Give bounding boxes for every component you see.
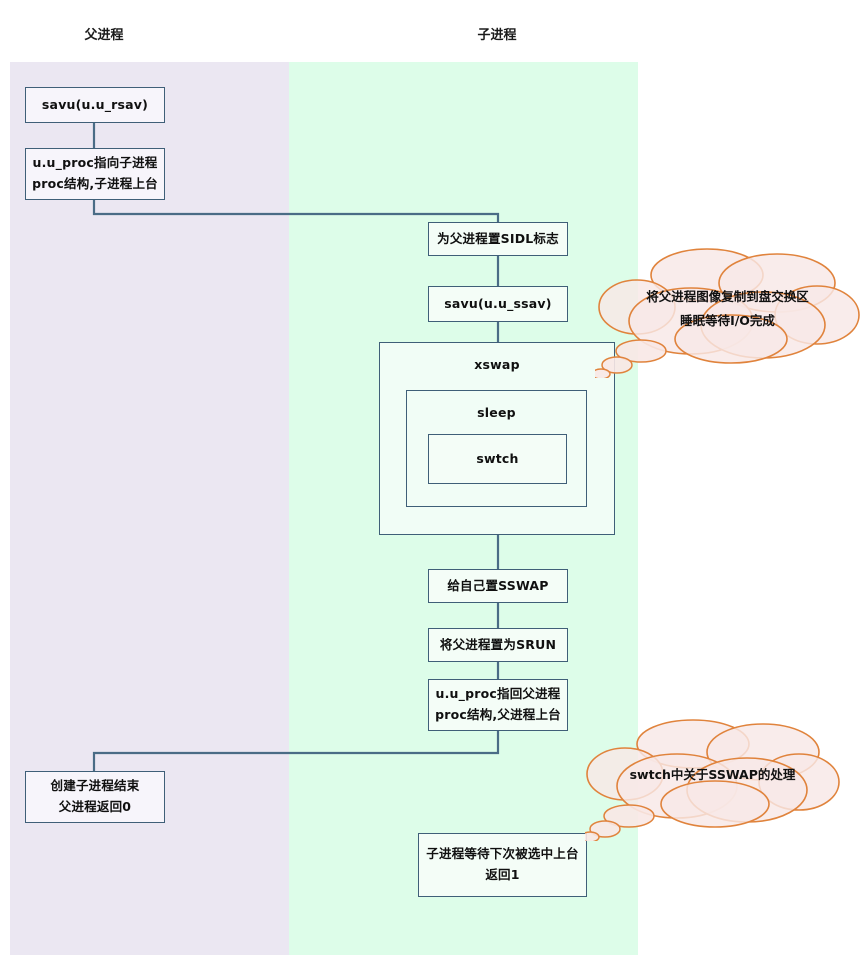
node-parent-done-line2: 父进程返回0 (58, 799, 132, 814)
swimlane-header-parent: 父进程 (84, 28, 124, 43)
node-child-wait-line1: 子进程等待下次被选中上台 (426, 846, 579, 862)
node-child-wait-line2: 返回1 (485, 867, 520, 882)
node-savu-ssav-label: savu(u.u_ssav) (444, 295, 552, 311)
swimlane-header-child: 子进程 (477, 28, 517, 43)
node-savu-rsav[interactable]: savu(u.u_rsav) (25, 87, 165, 123)
node-parent-done-line1: 创建子进程结束 (50, 778, 140, 794)
cloud-tail-bubble-mid-bottom (589, 820, 621, 838)
node-set-sidl[interactable]: 为父进程置SIDL标志 (428, 222, 568, 256)
callout-cloud-top-line1: 将父进程图像复制到盘交换区 (646, 289, 809, 304)
node-uproc-back-to-parent[interactable]: u.u_proc指回父进程 proc结构,父进程上台 (428, 679, 568, 731)
cloud-tail-bubble-small-bottom (580, 831, 600, 843)
node-set-sswap-label: 给自己置SSWAP (447, 577, 549, 593)
callout-cloud-top[interactable]: 将父进程图像复制到盘交换区 睡眠等待I/O完成 (591, 243, 860, 380)
node-parent-done[interactable]: 创建子进程结束 父进程返回0 (25, 771, 165, 823)
cloud-tail-bubble-mid-top (601, 356, 633, 374)
cloud-tail-bubble-small-top (591, 368, 611, 380)
node-set-srun[interactable]: 将父进程置为SRUN (428, 628, 568, 662)
cloud-shape-top (591, 248, 860, 380)
node-swtch[interactable]: swtch (428, 434, 567, 484)
node-uproc-back-line1: u.u_proc指回父进程 (435, 686, 561, 702)
node-xswap-label: xswap (474, 357, 520, 372)
node-savu-rsav-label: savu(u.u_rsav) (41, 96, 149, 112)
callout-cloud-bottom[interactable]: swtch中关于SSWAP的处理 (580, 716, 840, 843)
cloud-tail-bubble-large-top (615, 339, 667, 363)
node-set-sidl-label: 为父进程置SIDL标志 (437, 230, 559, 246)
node-swtch-label: swtch (476, 450, 519, 466)
callout-cloud-top-line2: 睡眠等待I/O完成 (680, 313, 775, 328)
node-uproc-to-child-line2: proc结构,子进程上台 (32, 176, 158, 191)
node-sleep-label: sleep (477, 405, 516, 420)
node-uproc-to-child[interactable]: u.u_proc指向子进程 proc结构,子进程上台 (25, 148, 165, 200)
node-child-wait[interactable]: 子进程等待下次被选中上台 返回1 (418, 833, 587, 897)
node-set-srun-label: 将父进程置为SRUN (439, 636, 557, 652)
node-uproc-back-line2: proc结构,父进程上台 (435, 707, 561, 722)
node-uproc-to-child-line1: u.u_proc指向子进程 (32, 155, 158, 171)
cloud-shape-bottom (580, 719, 840, 843)
callout-cloud-bottom-line1: swtch中关于SSWAP的处理 (629, 767, 796, 782)
node-set-sswap[interactable]: 给自己置SSWAP (428, 569, 568, 603)
cloud-tail-bubble-large-bottom (603, 804, 655, 828)
node-savu-ssav[interactable]: savu(u.u_ssav) (428, 286, 568, 322)
